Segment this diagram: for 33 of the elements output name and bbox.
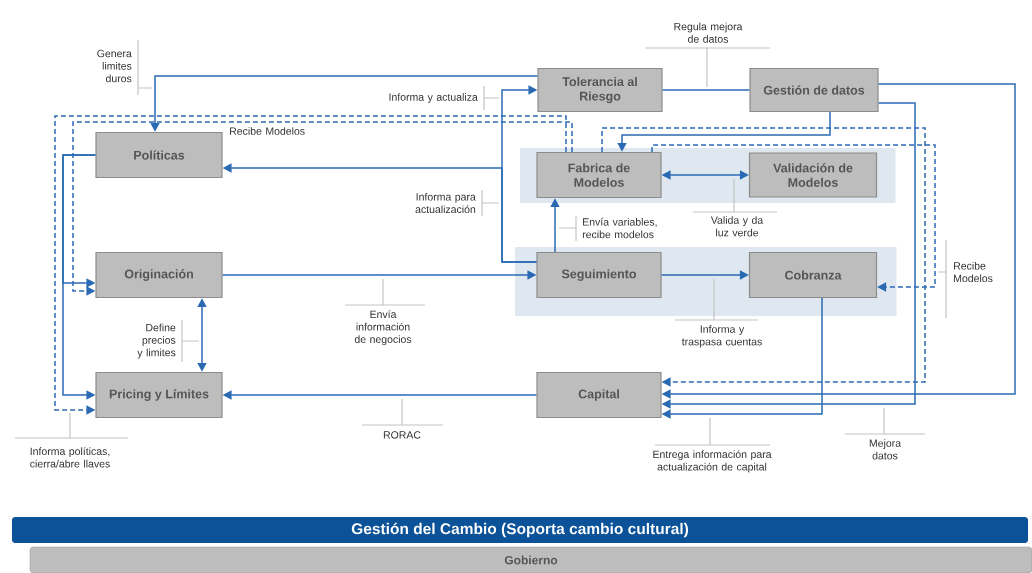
- edge-label: Recibe Modelos: [230, 127, 305, 135]
- process-box: Capital: [536, 371, 662, 419]
- edge-label: Informa políticas, cierra/abre llaves: [30, 447, 110, 468]
- banner-bar: Gestión del Cambio (Soporta cambio cultural): [12, 517, 1028, 543]
- dashed-arrow: [54, 115, 567, 415]
- process-box: Tolerancia al Riesgo: [537, 67, 663, 113]
- edge-label: Valida y da luz verde: [710, 216, 764, 237]
- process-box: Originación: [95, 251, 223, 299]
- dashed-arrow: [601, 127, 926, 387]
- dashed-arrow: [651, 144, 936, 292]
- edge-label: Define precios y limites: [137, 323, 176, 359]
- edge-label: Envía información de negocios: [354, 310, 412, 346]
- process-box: Cobranza: [748, 251, 878, 299]
- process-box: Seguimiento: [536, 251, 662, 299]
- process-box: Políticas: [95, 131, 223, 179]
- edge-label: Recibe Modelos: [954, 261, 993, 283]
- edge-label: Mejora datos: [869, 439, 902, 460]
- footer-bar: Gobierno: [29, 546, 1032, 573]
- edge-label: Informa y actualiza: [389, 93, 478, 103]
- dashed-arrow: [72, 121, 573, 296]
- process-box: Validación de Modelos: [748, 152, 878, 198]
- edge-label: Informa para actualización: [415, 192, 476, 214]
- edge-label: RORAC: [383, 431, 421, 439]
- process-box: Fabrica de Modelos: [536, 151, 662, 199]
- edge-label: Regula mejora de datos: [674, 22, 743, 43]
- connector-line: [661, 89, 751, 91]
- edge-label: Envía variables, recibe modelos: [582, 217, 657, 239]
- arrow: [62, 154, 97, 400]
- process-box: Gestión de datos: [749, 67, 879, 113]
- edge-label: Entrega información para actualización de capital: [653, 450, 772, 473]
- edge-label: Genera limites duros: [97, 49, 132, 83]
- process-box: Pricing y Límites: [95, 371, 223, 419]
- edge-label: Informa y traspasa cuentas: [681, 325, 762, 348]
